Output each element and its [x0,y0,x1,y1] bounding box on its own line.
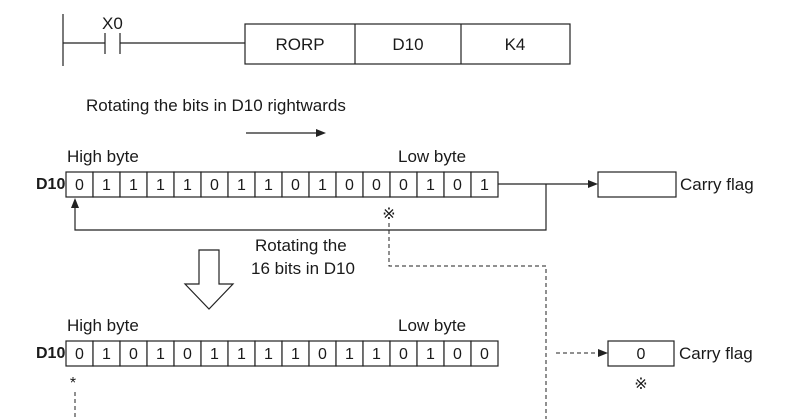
rotate-loop-arrow-head [71,198,79,208]
carry-flag-label: Carry flag [680,175,754,194]
bit-cell [362,340,391,367]
tracking-dashed-line [388,223,547,419]
bit-value: 0 [372,177,381,194]
bit-cell [416,171,445,198]
bit-value: 1 [264,177,273,194]
bit-cell [227,171,256,198]
bit-value: 1 [480,177,489,194]
bit-value: 0 [75,346,84,363]
low-byte-label: Low byte [398,316,466,335]
ladder-rung: X0 RORP D10 K4 [62,14,571,66]
bit-value: 1 [426,346,435,363]
bit-cell [335,171,364,198]
bit-row-before: 0 1 1 1 1 0 1 1 0 1 0 0 0 1 0 1 [65,171,499,198]
instruction-operand-d: D10 [392,35,423,54]
bit-value: 1 [237,346,246,363]
cross-marker: ※ [634,376,647,393]
bit-value: 1 [102,346,111,363]
instruction-operand-n: K4 [505,35,526,54]
bit-value: 1 [291,346,300,363]
bit-cell [227,340,256,367]
rotate-note-line2: 16 bits in D10 [251,259,355,278]
bit-cell [173,171,202,198]
result-arrow [183,249,235,310]
bit-cell [200,171,229,198]
rotate-loop-wire [74,184,547,231]
bit-value: 1 [264,346,273,363]
tracking-arrow-head [598,349,608,357]
bit-cell [308,171,337,198]
bit-cell [470,340,499,367]
carry-flag-box [597,171,677,198]
bit-cell [443,340,472,367]
bit-value: 0 [291,177,300,194]
bit-cell [389,340,418,367]
bit-value: 1 [129,177,138,194]
bit-value: 0 [210,177,219,194]
bit-value: 1 [183,177,192,194]
bit-value: 0 [129,346,138,363]
bit-value: 0 [318,346,327,363]
bit-value: 0 [399,177,408,194]
low-byte-label: Low byte [398,147,466,166]
bit-value: 0 [75,177,84,194]
bit-cell [65,340,94,367]
bit-value: 1 [237,177,246,194]
bit-cell [281,340,310,367]
bit-value: 1 [426,177,435,194]
high-byte-label: High byte [67,147,139,166]
rotate-note-line1: Rotating the [255,236,347,255]
register-label: D10 [36,345,65,362]
bit-cell [362,171,391,198]
instruction-mnemonic: RORP [275,35,324,54]
bit-cell [119,340,148,367]
star-marker: * [70,375,76,392]
bit-value: 1 [156,177,165,194]
carry-flag-label: Carry flag [679,344,753,363]
contact-label: X0 [102,14,123,33]
bit-value: 0 [399,346,408,363]
bit-cell [470,171,499,198]
bit-cell [65,171,94,198]
bit-value: 1 [345,346,354,363]
bit-value: 0 [345,177,354,194]
bit-value: 0 [453,346,462,363]
instruction-box [244,23,571,65]
bit-cell [254,171,283,198]
bit-cell [416,340,445,367]
rotate-caption: Rotating the bits in D10 rightwards [86,96,346,115]
carry-arrow-head [588,180,598,188]
bit-cell [389,171,418,198]
bit-value: 0 [480,346,489,363]
bit-value: 1 [210,346,219,363]
bit-value: 1 [156,346,165,363]
carry-flag-box [607,340,675,367]
bit-value: 0 [453,177,462,194]
bit-cell [308,340,337,367]
register-label: D10 [36,176,65,193]
bit-value: 1 [102,177,111,194]
bit-value: 0 [183,346,192,363]
carry-flag-value: 0 [637,346,646,363]
cross-marker: ※ [382,206,395,223]
bit-value: 1 [372,346,381,363]
bit-cell [443,171,472,198]
high-byte-label: High byte [67,316,139,335]
bit-row-after: 0 1 0 1 0 1 1 1 1 0 1 1 0 1 0 0 [65,340,499,367]
direction-arrow-head [316,129,326,137]
bit-value: 1 [318,177,327,194]
